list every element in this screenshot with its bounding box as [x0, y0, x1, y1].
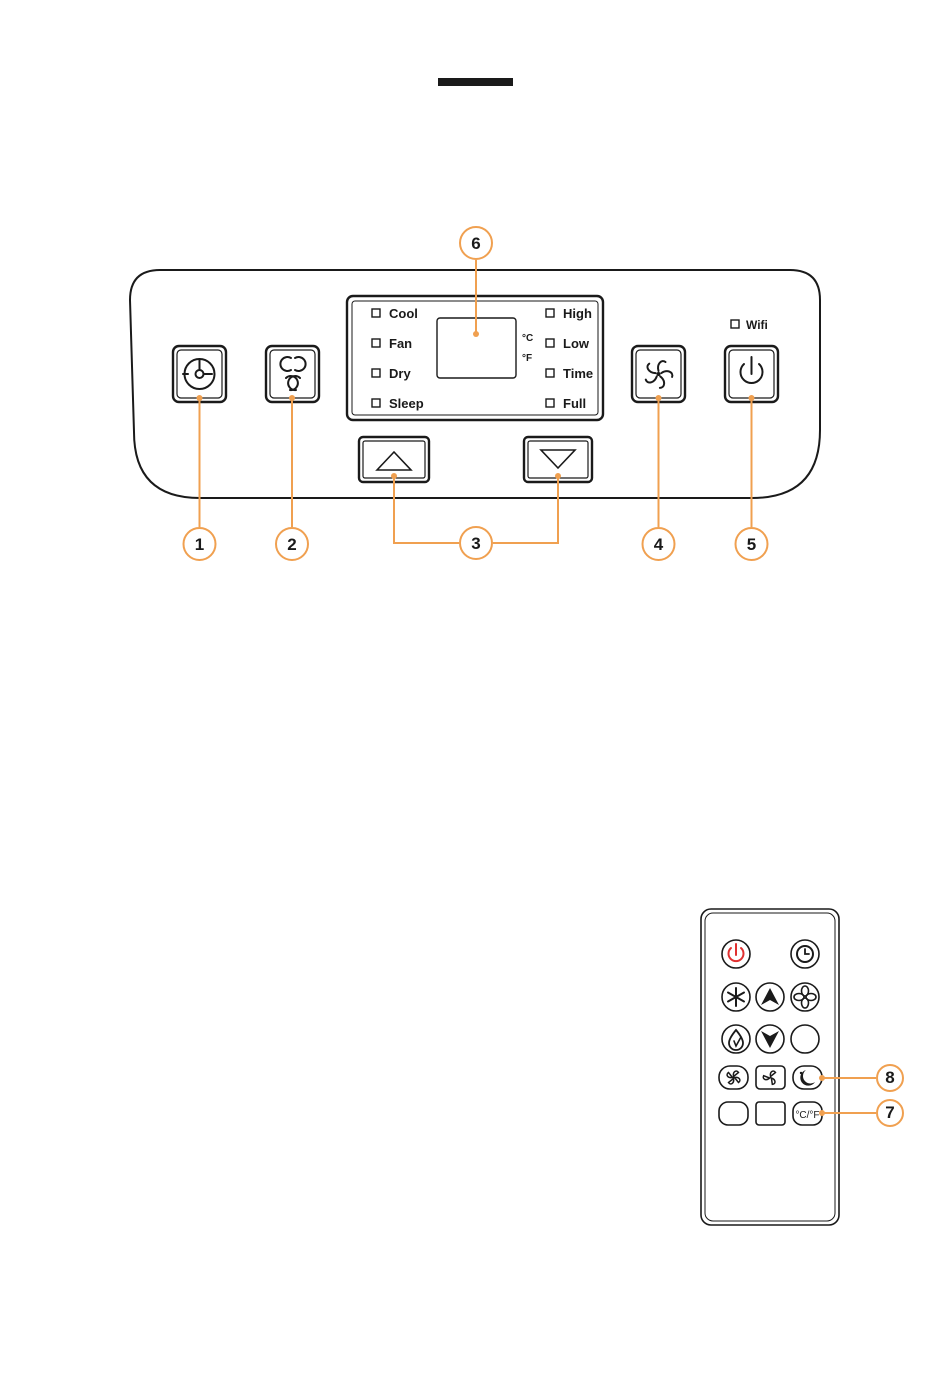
callout-number: 3: [471, 534, 480, 553]
star-icon: [800, 1072, 802, 1074]
speed-indicator-full: Full: [563, 396, 586, 411]
indicator-light: [372, 399, 380, 407]
remote-fan-button[interactable]: [791, 983, 819, 1011]
remote-power-button[interactable]: [722, 940, 750, 968]
remote-timer-button[interactable]: [791, 940, 819, 968]
unit-fahrenheit: °F: [522, 353, 532, 364]
callout-number: 7: [885, 1103, 894, 1122]
remote-dry-button[interactable]: [722, 1025, 750, 1053]
speed-indicator-high: High: [563, 306, 592, 321]
remote-control: °C/°F 8 7: [701, 909, 903, 1225]
remote-fan-speed-button[interactable]: [719, 1066, 748, 1089]
indicator-light: [546, 339, 554, 347]
wifi-indicator-light: [731, 320, 739, 328]
remote-down-button[interactable]: [756, 1025, 784, 1053]
remote-cool-button[interactable]: [722, 983, 750, 1011]
indicator-light: [372, 309, 380, 317]
remote-up-button[interactable]: [756, 983, 784, 1011]
indicator-light: [546, 399, 554, 407]
callout-number: 5: [747, 535, 756, 554]
callout-number: 6: [471, 234, 480, 253]
power-button[interactable]: [725, 346, 778, 402]
speed-indicator-time: Time: [563, 366, 593, 381]
callout-number: 8: [885, 1068, 894, 1087]
timer-button[interactable]: [173, 346, 226, 402]
indicator-light: [372, 339, 380, 347]
timer-icon-center: [196, 370, 204, 378]
remote-swing-button[interactable]: [756, 1066, 785, 1089]
mode-indicator-cool: Cool: [389, 306, 418, 321]
fan-speed-button[interactable]: [632, 346, 685, 402]
callout-number: 2: [287, 535, 296, 554]
mode-indicator-fan: Fan: [389, 336, 412, 351]
wifi-label: Wifi: [746, 318, 768, 332]
header-rule: [438, 78, 513, 86]
indicator-light: [546, 369, 554, 377]
indicator-light: [546, 309, 554, 317]
mode-indicator-dry: Dry: [389, 366, 411, 381]
speed-indicator-low: Low: [563, 336, 590, 351]
unit-button-label: °C/°F: [795, 1110, 819, 1121]
remote-sleep-button[interactable]: [793, 1066, 822, 1089]
indicator-light: [372, 369, 380, 377]
mode-indicator-sleep: Sleep: [389, 396, 424, 411]
remote-blank-button-middle[interactable]: [756, 1102, 785, 1125]
remote-blank-button-left[interactable]: [719, 1102, 748, 1125]
mode-button[interactable]: [266, 346, 319, 402]
callout-number: 4: [654, 535, 664, 554]
remote-blank-round-button[interactable]: [791, 1025, 819, 1053]
remote-unit-button[interactable]: °C/°F: [793, 1102, 822, 1125]
unit-celsius: °C: [522, 333, 533, 344]
callout-number: 1: [195, 535, 204, 554]
